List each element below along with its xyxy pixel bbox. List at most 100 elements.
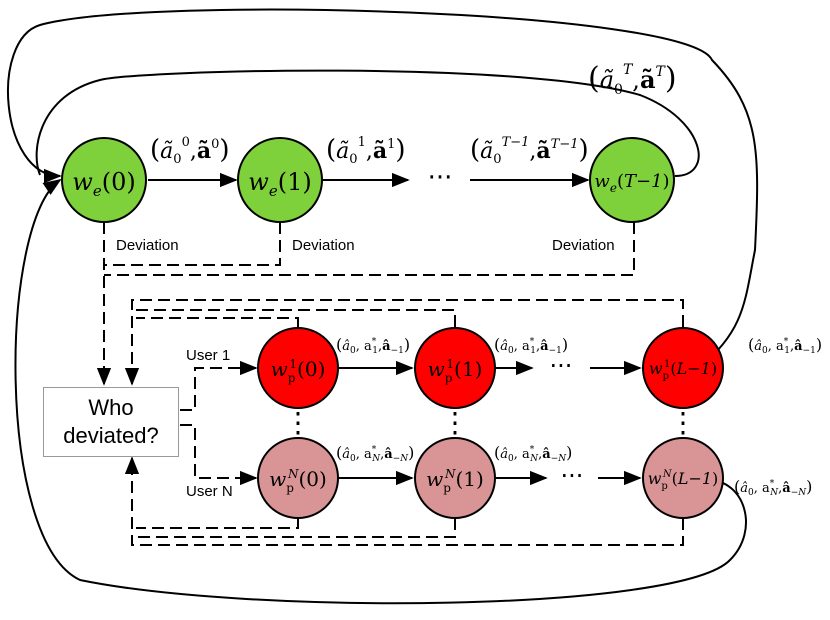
state-circle [257, 327, 339, 409]
svg-text:wp1(L−1): wp1(L−1) [649, 359, 717, 382]
loop-back-arrow [35, 69, 700, 177]
state-we-last: we(T−1) [589, 137, 675, 223]
state-wp1-last: wp1(L−1) [642, 327, 724, 409]
u1-edge-label-1: (â0, a*1,â−1) [494, 335, 568, 356]
state-sup: N [287, 467, 299, 481]
svg-text:we(1): we(1) [248, 168, 311, 200]
svg-text:(â0, a*1,â−1): (â0, a*1,â−1) [494, 335, 568, 356]
state-arg: 0 [306, 467, 319, 491]
state-circle [257, 437, 339, 519]
svg-text:(ã0T,ãT): (ã0T,ãT) [588, 61, 677, 98]
box-to-users [180, 367, 240, 479]
top-ellipsis: ··· [428, 163, 453, 193]
vdots-last: ⋮ [669, 406, 697, 439]
state-wpN-0: wpN(0) [257, 437, 339, 519]
state-arg: 0 [111, 168, 126, 196]
state-sub: e [93, 182, 102, 200]
who-deviated-line2: deviated? [63, 423, 159, 448]
uN-edge-label-0: (â0, a*N,â−N) [336, 443, 414, 464]
deviation-label-1: Deviation [292, 237, 355, 254]
u1-edge-label-0: (â0, a*1,â−1) [336, 335, 410, 356]
svg-text:wp1(0): wp1(0) [271, 357, 326, 385]
state-sup: 1 [446, 357, 454, 371]
svg-text:(ã00,ã0): (ã00,ã0) [150, 135, 230, 167]
state-arg: 0 [305, 357, 318, 381]
edge-sub: N [769, 488, 779, 498]
state-sub: e [269, 182, 278, 200]
state-wpN-1: wpN(1) [414, 437, 496, 519]
state-arg: L−1 [677, 469, 712, 488]
edge-sub: 1 [372, 346, 378, 356]
state-circle [589, 137, 675, 223]
u1-edge-label-out: (â0, a*1,â−1) [748, 335, 822, 356]
userN-label: User N [186, 483, 233, 500]
svg-text:(â0, a*N,â−N): (â0, a*N,â−N) [734, 477, 812, 498]
uN-edge-label-1: (â0, a*N,â−N) [494, 443, 572, 464]
state-circle [414, 327, 496, 409]
u1-ellipsis: ··· [550, 352, 573, 380]
state-sup: 1 [289, 357, 297, 371]
edge-sub: N [529, 454, 539, 464]
outer-loop-bottom [14, 178, 747, 605]
svg-text:wp1(1): wp1(1) [428, 357, 483, 385]
uN-edge-label-out: (â0, a*N,â−N) [734, 477, 812, 498]
state-wp1-0: wp1(0) [257, 327, 339, 409]
state-base: w [594, 171, 610, 192]
svg-text:(ã0T−1,ãT−1): (ã0T−1,ãT−1) [470, 135, 589, 167]
svg-text:wpN(0): wpN(0) [269, 467, 327, 495]
svg-text:wpN(L−1): wpN(L−1) [648, 469, 719, 492]
state-we-1: we(1) [237, 137, 323, 223]
svg-text:(â0, a*N,â−N): (â0, a*N,â−N) [494, 443, 572, 464]
deviation-paths [103, 222, 635, 380]
outer-loop-top [6, 8, 759, 368]
svg-text:(â0, a*1,â−1): (â0, a*1,â−1) [336, 335, 410, 356]
state-wpN-last: wpN(L−1) [642, 437, 724, 519]
state-arg: T−1 [624, 171, 663, 192]
state-arg: 1 [462, 357, 475, 381]
edge-sub: N [371, 454, 381, 464]
state-arg: 1 [463, 467, 476, 491]
state-circle [237, 137, 323, 223]
loop-sup: T [623, 62, 634, 78]
edge-sup: 0 [182, 135, 190, 150]
state-sup: 1 [664, 359, 670, 370]
edge-sub: 1 [784, 346, 790, 356]
svg-text:(â0, a*1,â−1): (â0, a*1,â−1) [748, 335, 822, 356]
who-deviated-box: Who deviated? [43, 387, 179, 457]
uN-ellipsis: ··· [561, 462, 584, 490]
svg-text:wpN(1): wpN(1) [426, 467, 484, 495]
return-paths-top [131, 299, 684, 380]
loop-sup-2: T [656, 64, 667, 80]
state-arg: L−1 [676, 359, 711, 378]
edge-label-last: (ã0T−1,ãT−1) [470, 135, 589, 167]
state-we-0: we(0) [61, 137, 147, 223]
svg-text:we(T−1): we(T−1) [594, 171, 669, 195]
state-circle [642, 327, 724, 409]
state-sub: e [610, 181, 617, 195]
state-arg: 1 [287, 168, 302, 196]
state-circle [642, 437, 724, 519]
state-base: w [72, 168, 93, 196]
loop-label: (ã0T,ãT) [588, 61, 677, 98]
edge-sup-2: 0 [211, 137, 219, 152]
edge-label-1: (ã01,ã1) [326, 135, 406, 167]
edge-sub: 1 [530, 346, 536, 356]
deviation-label-0: Deviation [116, 237, 179, 254]
svg-text:(â0, a*N,â−N): (â0, a*N,â−N) [336, 443, 414, 464]
vdots-1: ⋮ [441, 406, 469, 439]
user1-label: User 1 [186, 347, 230, 364]
edge-label-0: (ã00,ã0) [150, 135, 230, 167]
return-paths-bottom [131, 460, 684, 546]
svg-text:(ã01,ã1): (ã01,ã1) [326, 135, 406, 167]
deviation-label-last: Deviation [552, 237, 615, 254]
vdots-0: ⋮ [284, 406, 312, 439]
state-circle [61, 137, 147, 223]
who-deviated-line1: Who [88, 395, 134, 420]
state-sup: N [662, 469, 673, 480]
edge-sup: 1 [358, 135, 366, 150]
edge-sup: T−1 [502, 135, 530, 150]
state-sup: N [444, 467, 456, 481]
svg-text:we(0): we(0) [72, 168, 135, 200]
state-wp1-1: wp1(1) [414, 327, 496, 409]
